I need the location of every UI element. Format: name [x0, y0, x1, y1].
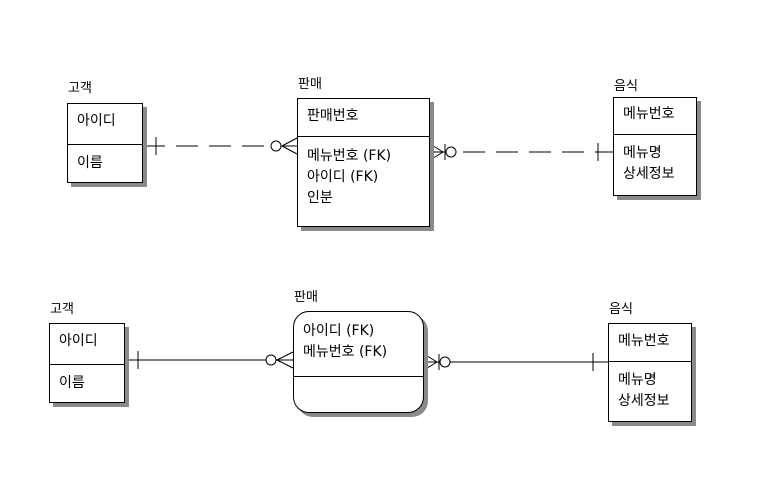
sale-key-section: 아이디 (FK) 메뉴번호 (FK)	[294, 312, 423, 376]
attr-sale-id-fk: 아이디 (FK)	[303, 323, 375, 339]
attr-customer-id: 아이디	[77, 113, 116, 129]
attr-sale-menu-fk: 메뉴번호 (FK)	[307, 148, 392, 164]
customer-entity[interactable]: 아이디 이름	[49, 323, 125, 403]
customer-entity[interactable]: 아이디 이름	[67, 103, 143, 183]
rel-customer-sale-bottom	[125, 351, 294, 369]
rel-customer-sale-top	[143, 137, 298, 155]
sale-attr-section	[294, 376, 423, 412]
food-key-section: 메뉴번호	[614, 98, 696, 134]
sale-entity-title: 판매	[294, 290, 318, 305]
food-entity-title: 음식	[614, 79, 638, 94]
attr-food-menu-name: 메뉴명	[618, 372, 657, 388]
attr-sale-portion: 인분	[307, 190, 333, 206]
customer-attr-section: 이름	[68, 144, 142, 182]
customer-key-section: 아이디	[50, 324, 124, 364]
attr-food-menu-name: 메뉴명	[623, 145, 662, 161]
attr-customer-id: 아이디	[59, 333, 98, 349]
attr-customer-name: 이름	[59, 375, 85, 391]
attr-sale-number: 판매번호	[307, 108, 359, 124]
attr-food-menu-number: 메뉴번호	[623, 106, 675, 122]
attr-sale-id-fk: 아이디 (FK)	[307, 169, 379, 185]
food-key-section: 메뉴번호	[609, 324, 691, 361]
customer-key-section: 아이디	[68, 104, 142, 144]
rel-sale-food-bottom	[423, 353, 608, 371]
customer-entity-title: 고객	[68, 81, 92, 96]
sale-entity[interactable]: 아이디 (FK) 메뉴번호 (FK)	[293, 311, 424, 413]
attr-sale-menu-fk: 메뉴번호 (FK)	[303, 344, 388, 360]
rel-sale-food-top	[429, 143, 613, 161]
sale-entity-title: 판매	[298, 77, 322, 92]
food-entity[interactable]: 메뉴번호 메뉴명 상세정보	[608, 323, 692, 422]
sale-entity[interactable]: 판매번호 메뉴번호 (FK) 아이디 (FK) 인분	[297, 98, 430, 227]
food-entity-title: 음식	[609, 302, 633, 317]
attr-food-menu-number: 메뉴번호	[618, 333, 670, 349]
customer-attr-section: 이름	[50, 364, 124, 402]
sale-key-section: 판매번호	[298, 99, 429, 136]
food-attr-section: 메뉴명 상세정보	[614, 134, 696, 195]
sale-attr-section: 메뉴번호 (FK) 아이디 (FK) 인분	[298, 136, 429, 226]
food-entity[interactable]: 메뉴번호 메뉴명 상세정보	[613, 97, 697, 196]
attr-food-detail: 상세정보	[623, 166, 675, 182]
customer-entity-title: 고객	[50, 302, 74, 317]
food-attr-section: 메뉴명 상세정보	[609, 361, 691, 421]
attr-food-detail: 상세정보	[618, 393, 670, 409]
attr-customer-name: 이름	[77, 155, 103, 171]
